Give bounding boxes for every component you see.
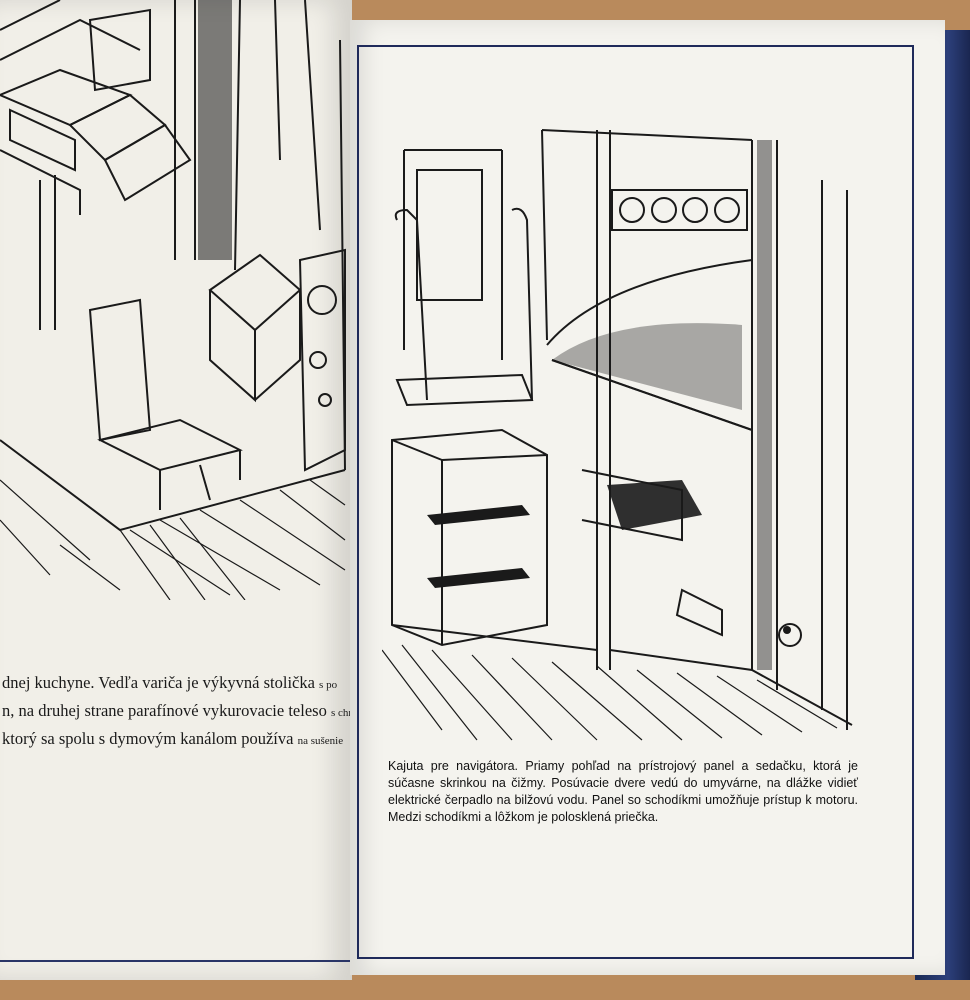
navigator-cabin-illustration: [382, 129, 853, 741]
left-page-text: dnej kuchyne. Vedľa variča je výkyvná st…: [0, 670, 352, 754]
figure-caption: Kajuta pre navigátora. Priamy pohľad na …: [388, 759, 858, 824]
text-line: n, na druhej strane parafínové vykurovac…: [2, 701, 352, 720]
galley-illustration: [0, 0, 346, 600]
left-page: dnej kuchyne. Vedľa variča je výkyvná st…: [0, 0, 352, 980]
page-frame: [357, 45, 914, 959]
page-rule: [0, 960, 352, 962]
text-line: ktorý sa spolu s dymovým kanálom používa…: [2, 729, 344, 748]
right-page: Kajuta pre navigátora. Priamy pohľad na …: [350, 20, 945, 975]
text-line: dnej kuchyne. Vedľa variča je výkyvná st…: [2, 673, 338, 692]
